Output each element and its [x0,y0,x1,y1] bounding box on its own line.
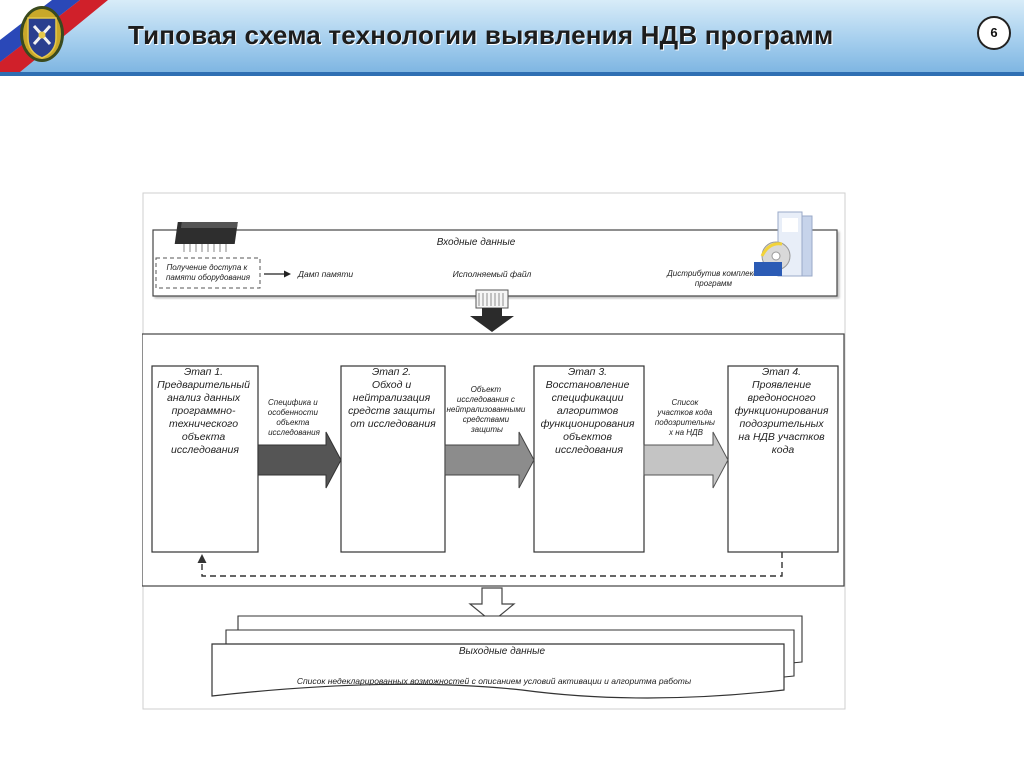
stage-4-line-5: подозрительных [739,418,824,430]
stage-1-line-4: программно- [172,405,236,417]
stage-1-line-2: Предварительный [157,379,250,391]
arrow-3-line-4: х на НДВ [668,428,704,437]
svg-text:Этап 1. Предварительный: Этап 1. Предварительный анализ данных пр… [157,366,253,456]
arrow-2-line-1: Объект [471,385,502,394]
stage-2-line-2: Обход и [372,379,411,391]
slide-header: Типовая схема технологии выявления НДВ п… [0,0,1024,72]
stage-1-line-5: технического [169,418,238,430]
input-down-arrow [470,308,514,332]
feedback-dashed-arrow [201,552,783,577]
output-documents [211,615,803,699]
output-data-description: Список недекларированных возможностей с … [297,676,692,686]
stage-2-line-3: нейтрализация [353,392,431,404]
stage-box-3 [533,365,645,553]
file-stack-icon [475,289,509,309]
stage-4-line-3: вредоносного [748,392,816,404]
stage-2-line-1: Этап 2. [372,366,411,378]
stage-1-line-7: исследования [171,444,239,456]
output-down-arrow [468,587,516,623]
stage-3-line-7: исследования [555,444,623,456]
stage-3-line-2: Восстановление [546,379,630,391]
arrow-3-line-1: Список [671,398,699,407]
arrow-stage2-to-stage3 [444,431,535,489]
stage-3-line-4: алгоритмов [557,405,619,417]
stage-4-line-1: Этап 4. [762,366,801,378]
stage-2-line-5: от исследования [350,418,436,430]
memory-chip-icon [174,222,238,252]
stage-4-line-4: функционирования [735,405,829,417]
distrib-line-2: программ [695,279,733,288]
arrow-3-line-3: подозрительны [655,418,715,427]
arrow-1-line-3: объекта [276,418,310,427]
stage-box-4 [727,365,839,553]
output-data-title: Выходные данные [459,646,546,657]
input-data-title: Входные данные [437,237,516,248]
ndv-technology-diagram: Входные данные Получение доступа к памят… [142,192,846,710]
arrow-3-line-2: участков кода [656,408,713,417]
arrow-1-line-1: Специфика и [268,398,318,407]
svg-text:Этап 4. Проявление вре: Этап 4. Проявление вредоносного функцион… [735,366,832,456]
arrow-1-line-2: особенности [268,408,319,417]
emblem-flag-icon [0,0,108,72]
stage-box-2 [340,365,446,553]
executable-label: Исполняемый файл [453,269,532,279]
arrow-1-line-4: исследования [268,428,320,437]
access-line-2: памяти оборудования [166,273,251,282]
stage-4-line-6: на НДВ участков [738,431,825,443]
svg-text:Этап 2. Обход и нейтра: Этап 2. Обход и нейтрализация средств за… [348,366,438,430]
stage-3-line-6: объектов [563,431,612,443]
arrow-2-line-5: защиты [470,425,503,434]
arrow-2-line-3: нейтрализованными [446,405,525,414]
memory-access-box [155,257,261,289]
arrow-2-line-4: средствами [463,415,510,424]
svg-text:Список участков кода п: Список участков кода подозрительны х на … [655,398,717,437]
arrow-2-line-2: исследования с [457,395,515,404]
emblem-icon [20,6,64,62]
distrib-line-1: Дистрибутив комплекса [666,269,762,278]
software-box-icon [754,211,813,277]
page-number-badge: 6 [977,16,1011,50]
stage-2-line-4: средств защиты [348,405,435,417]
arrow-stage1-to-stage2 [257,431,342,489]
svg-text:Этап 3. Восстановление: Этап 3. Восстановление спецификации алго… [541,366,638,456]
stage-1-line-6: объекта [182,431,225,443]
input-data-box [152,229,838,297]
stage-4-line-7: кода [772,444,795,456]
svg-text:Специфика и особенности: Специфика и особенности объекта исследов… [268,398,321,437]
slide-title: Типовая схема технологии выявления НДВ п… [128,20,834,50]
svg-text:Дистрибутив комплекса прог: Дистрибутив комплекса программ [666,269,764,288]
svg-text:Получение доступа к памяти: Получение доступа к памяти оборудования [166,263,251,282]
memory-dump-label: Дамп памяти [297,269,353,279]
stage-1-line-3: анализ данных [167,392,241,404]
stage-box-1 [151,365,259,553]
stage-3-line-3: спецификации [552,392,624,404]
stage-4-line-2: Проявление [752,379,811,391]
svg-text:Объект исследования с: Объект исследования с нейтрализованными … [446,385,527,434]
stage-1-line-1: Этап 1. [184,366,223,378]
header-divider [0,72,1024,76]
stage-3-line-1: Этап 3. [568,366,607,378]
arrow-stage3-to-stage4 [643,431,729,489]
stage-3-line-5: функционирования [541,418,635,430]
access-line-1: Получение доступа к [166,263,248,272]
